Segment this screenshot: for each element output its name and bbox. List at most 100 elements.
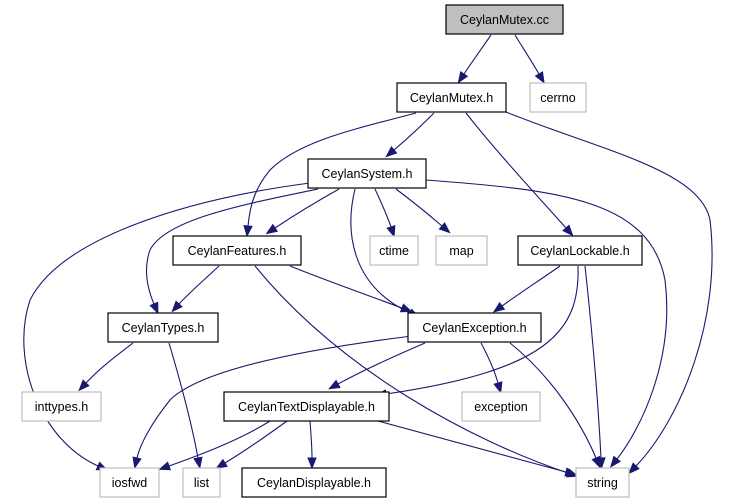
node-label: CeylanLockable.h <box>530 244 629 258</box>
node-box <box>435 235 488 266</box>
edge-ceylan-exception-h-to-ceylan-text-displayable-h <box>328 342 426 390</box>
node-ceylan-system-h[interactable]: CeylanSystem.h <box>307 158 427 189</box>
node-label: CeylanMutex.cc <box>460 13 549 27</box>
edge-ceylan-mutex-h-to-ceylan-features-h <box>243 112 417 238</box>
edge-ceylan-mutex-h-to-string <box>505 111 713 475</box>
edge-ceylan-text-displayable-h-to-string <box>377 420 577 477</box>
node-box <box>172 235 302 266</box>
node-exception: exception <box>461 391 541 422</box>
node-box <box>307 158 427 189</box>
arrowhead-icon <box>609 455 622 468</box>
arrowhead-icon <box>265 223 279 235</box>
node-ceylan-text-displayable-h[interactable]: CeylanTextDisplayable.h <box>223 391 390 422</box>
node-box <box>21 391 102 422</box>
node-label: inttypes.h <box>35 400 89 414</box>
arrowhead-icon <box>562 224 574 237</box>
node-ceylan-mutex-cc[interactable]: CeylanMutex.cc <box>445 4 564 35</box>
node-label: CeylanTextDisplayable.h <box>238 400 375 414</box>
edge-ceylan-system-h-to-map <box>395 188 451 234</box>
arrowhead-icon <box>438 222 451 234</box>
node-label: map <box>449 244 473 258</box>
node-box <box>107 312 219 343</box>
node-iosfwd: iosfwd <box>99 467 160 498</box>
edge-ceylan-exception-h-to-exception <box>480 342 503 394</box>
node-label: cerrno <box>540 91 575 105</box>
node-label: exception <box>474 400 528 414</box>
node-box <box>575 467 630 498</box>
node-box <box>445 4 564 35</box>
node-ceylan-displayable-h[interactable]: CeylanDisplayable.h <box>241 467 387 498</box>
node-ctime: ctime <box>369 235 419 266</box>
arrowhead-icon <box>328 379 341 390</box>
arrowhead-icon <box>158 461 172 471</box>
node-label: string <box>587 476 618 490</box>
edge-ceylan-system-h-to-ceylan-types-h <box>146 188 319 315</box>
node-box <box>461 391 541 422</box>
edge-ceylan-mutex-h-to-ceylan-system-h <box>385 112 435 158</box>
arrowhead-icon <box>493 381 503 394</box>
node-box <box>407 312 542 343</box>
edge-ceylan-features-h-to-string <box>254 265 579 478</box>
node-box <box>182 467 221 498</box>
arrowhead-icon <box>215 458 228 469</box>
node-ceylan-types-h[interactable]: CeylanTypes.h <box>107 312 219 343</box>
arrowhead-icon <box>243 225 253 238</box>
node-string: string <box>575 467 630 498</box>
arrowhead-icon <box>385 146 398 158</box>
node-label: iosfwd <box>112 476 147 490</box>
edge-ceylan-lockable-h-to-ceylan-exception-h <box>492 265 561 313</box>
edge-ceylan-system-h-to-ctime <box>374 188 396 238</box>
arrowhead-icon <box>457 70 469 84</box>
edge-ceylan-text-displayable-h-to-list <box>215 420 288 469</box>
edge-ceylan-mutex-h-to-ceylan-lockable-h <box>465 112 574 237</box>
node-inttypes-h: inttypes.h <box>21 391 102 422</box>
edge-ceylan-system-h-to-ceylan-features-h <box>265 188 340 235</box>
edge-ceylan-features-h-to-ceylan-types-h <box>171 265 220 313</box>
node-label: CeylanDisplayable.h <box>257 476 371 490</box>
edge-ceylan-text-displayable-h-to-ceylan-displayable-h <box>307 420 317 470</box>
node-label: list <box>194 476 210 490</box>
node-ceylan-exception-h[interactable]: CeylanException.h <box>407 312 542 343</box>
node-list: list <box>182 467 221 498</box>
node-label: ctime <box>379 244 409 258</box>
node-box <box>396 82 507 113</box>
edge-ceylan-system-h-to-string <box>425 179 668 468</box>
edge-ceylan-mutex-cc-to-ceylan-mutex-h <box>457 34 492 84</box>
node-cerrno: cerrno <box>529 82 587 113</box>
node-ceylan-features-h[interactable]: CeylanFeatures.h <box>172 235 302 266</box>
node-box <box>241 467 387 498</box>
node-label: CeylanSystem.h <box>321 167 412 181</box>
edge-ceylan-exception-h-to-string <box>509 342 601 469</box>
node-box <box>517 235 643 266</box>
arrowhead-icon <box>149 301 159 315</box>
node-label: CeylanException.h <box>422 321 526 335</box>
edge-ceylan-text-displayable-h-to-iosfwd <box>158 420 271 471</box>
node-label: CeylanFeatures.h <box>188 244 287 258</box>
node-label: CeylanTypes.h <box>122 321 205 335</box>
node-ceylan-lockable-h[interactable]: CeylanLockable.h <box>517 235 643 266</box>
arrowhead-icon <box>171 300 183 313</box>
edge-ceylan-lockable-h-to-string <box>584 265 606 470</box>
node-label: CeylanMutex.h <box>410 91 493 105</box>
arrowhead-icon <box>591 455 601 469</box>
node-box <box>529 82 587 113</box>
node-box <box>99 467 160 498</box>
edge-ceylan-mutex-cc-to-cerrno <box>514 34 545 84</box>
arrowhead-icon <box>492 301 506 313</box>
arrowhead-icon <box>564 467 577 477</box>
arrowhead-icon <box>628 462 640 475</box>
arrowhead-icon <box>78 379 90 392</box>
edge-ceylan-types-h-to-list <box>168 342 203 470</box>
node-box <box>369 235 419 266</box>
edge-ceylan-types-h-to-inttypes-h <box>78 342 134 392</box>
arrowhead-icon <box>307 457 317 470</box>
arrowhead-icon <box>193 456 203 470</box>
edge-ceylan-exception-h-to-iosfwd <box>132 335 413 470</box>
node-ceylan-mutex-h[interactable]: CeylanMutex.h <box>396 82 507 113</box>
arrowhead-icon <box>534 71 545 84</box>
arrowhead-icon <box>399 303 413 313</box>
node-box <box>223 391 390 422</box>
node-map: map <box>435 235 488 266</box>
edge-ceylan-features-h-to-ceylan-exception-h <box>289 265 413 313</box>
